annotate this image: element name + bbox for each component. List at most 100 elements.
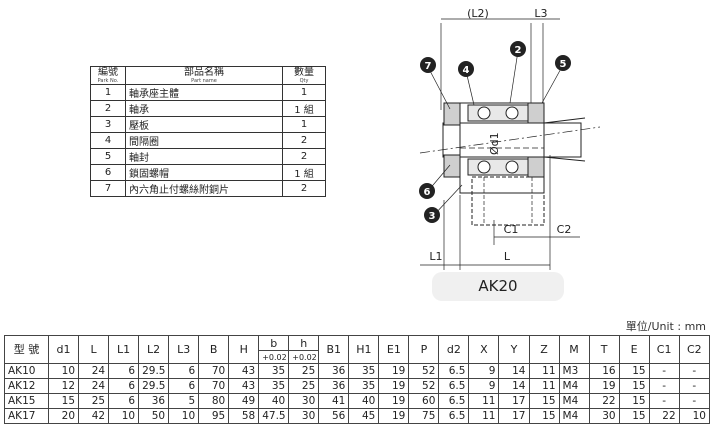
- spec-header-c2: C2: [678, 335, 711, 364]
- header-qty: 數量 Qty: [282, 66, 326, 85]
- spec-value-cell: 10: [678, 408, 711, 424]
- spec-header-c1: C1: [648, 335, 680, 364]
- header-part-no: 編號 Park No.: [90, 66, 126, 85]
- spec-header-h: H: [228, 335, 260, 364]
- spec-value-cell: 24: [78, 363, 110, 379]
- spec-value-cell: 11: [468, 393, 500, 409]
- spec-header-l3: L3: [168, 335, 200, 364]
- part-no-cell: 1: [90, 84, 126, 101]
- dim-l-label: L: [504, 250, 511, 263]
- spec-header-x: X: [468, 335, 500, 364]
- spec-value-cell: 6.5: [438, 408, 470, 424]
- spec-tolerance-b: +0.02: [258, 350, 290, 364]
- spec-value-cell: 49: [228, 393, 260, 409]
- spec-value-cell: 29.5: [138, 378, 170, 394]
- spec-value-cell: -: [648, 378, 680, 394]
- dim-c1-label: C1: [504, 223, 519, 236]
- spec-value-cell: 6.5: [438, 363, 470, 379]
- part-no-cell: 6: [90, 164, 126, 181]
- part-name-cell: 軸承座主體: [125, 84, 283, 101]
- spec-header-t: T: [588, 335, 620, 364]
- spec-value-cell: 15: [528, 408, 560, 424]
- spec-value-cell: 80: [198, 393, 230, 409]
- spec-value-cell: 6: [168, 363, 200, 379]
- spec-header-model: 型 號: [4, 335, 49, 364]
- callout-5: 5: [555, 55, 571, 71]
- spec-value-cell: -: [648, 393, 680, 409]
- spec-model-cell: AK10: [4, 363, 49, 379]
- spec-tolerance-h: +0.02: [288, 350, 320, 364]
- part-qty-cell: 2: [282, 132, 326, 149]
- part-name-cell: 軸承: [125, 100, 283, 117]
- spec-header-y: Y: [498, 335, 530, 364]
- spec-value-cell: 17: [498, 408, 530, 424]
- spec-value-cell: 30: [288, 393, 320, 409]
- spec-value-cell: 5: [168, 393, 200, 409]
- part-qty-cell: 1 組: [282, 100, 326, 117]
- spec-value-cell: 10: [108, 408, 140, 424]
- header-part-name: 部品名稱 Part name: [125, 66, 283, 85]
- spec-header-l: L: [78, 335, 110, 364]
- spec-value-cell: 15: [618, 378, 650, 394]
- spec-value-cell: 50: [138, 408, 170, 424]
- spec-model-cell: AK17: [4, 408, 49, 424]
- svg-text:2: 2: [515, 45, 522, 56]
- spec-value-cell: 10: [168, 408, 200, 424]
- bearing-unit-drawing: (L2) L3 Ød1 C1 C2 L1 L 7 4 2 5 6 3: [419, 7, 601, 270]
- part-name-cell: 壓板: [125, 116, 283, 133]
- part-no-cell: 3: [90, 116, 126, 133]
- spec-value-cell: 35: [258, 363, 290, 379]
- spec-value-cell: M4: [558, 378, 590, 394]
- spec-value-cell: 14: [498, 378, 530, 394]
- spec-value-cell: 15: [618, 363, 650, 379]
- dim-c2-label: C2: [557, 223, 572, 236]
- spec-value-cell: 75: [408, 408, 440, 424]
- spec-value-cell: 41: [318, 393, 350, 409]
- part-no-cell: 2: [90, 100, 126, 117]
- spec-value-cell: 9: [468, 363, 500, 379]
- spec-value-cell: 19: [378, 378, 410, 394]
- spec-value-cell: 14: [498, 363, 530, 379]
- callout-7: 7: [420, 57, 436, 73]
- spec-value-cell: 15: [618, 408, 650, 424]
- callout-2: 2: [510, 41, 526, 57]
- spec-value-cell: 9: [468, 378, 500, 394]
- spec-value-cell: -: [678, 378, 711, 394]
- spec-value-cell: 52: [408, 378, 440, 394]
- part-qty-cell: 2: [282, 148, 326, 165]
- spec-value-cell: M4: [558, 408, 590, 424]
- spec-value-cell: 30: [288, 408, 320, 424]
- svg-text:6: 6: [424, 187, 431, 198]
- spec-value-cell: 43: [228, 363, 260, 379]
- spec-header-b: B: [198, 335, 230, 364]
- spec-value-cell: 25: [288, 378, 320, 394]
- spec-value-cell: 35: [348, 378, 380, 394]
- spec-value-cell: 30: [588, 408, 620, 424]
- spec-value-cell: 6: [168, 378, 200, 394]
- callout-6: 6: [419, 183, 435, 199]
- spec-value-cell: M3: [558, 363, 590, 379]
- unit-label: 單位/Unit : mm: [625, 320, 706, 333]
- spec-value-cell: 95: [198, 408, 230, 424]
- spec-value-cell: 15: [618, 393, 650, 409]
- part-no-cell: 7: [90, 180, 126, 197]
- spec-value-cell: 6: [108, 378, 140, 394]
- spec-value-cell: 60: [408, 393, 440, 409]
- spec-value-cell: 36: [138, 393, 170, 409]
- spec-header-d1: d1: [47, 335, 80, 364]
- part-no-cell: 4: [90, 132, 126, 149]
- spec-header-p: P: [408, 335, 440, 364]
- model-label: AK20: [432, 272, 564, 301]
- spec-value-cell: -: [678, 393, 711, 409]
- spec-value-cell: 25: [288, 363, 320, 379]
- svg-text:3: 3: [429, 211, 436, 222]
- spec-value-cell: 36: [318, 363, 350, 379]
- spec-header-h1: H1: [348, 335, 380, 364]
